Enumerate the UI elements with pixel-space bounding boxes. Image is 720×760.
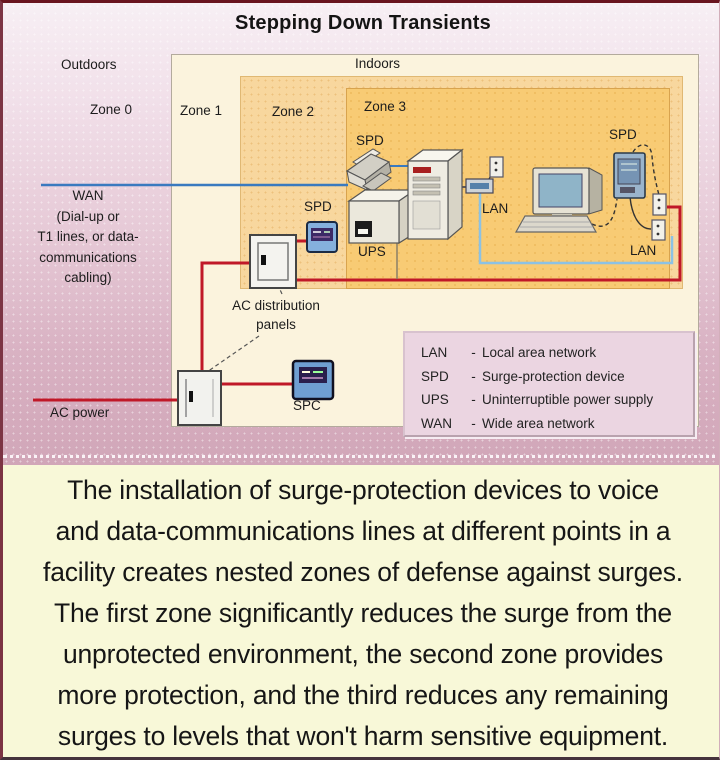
- surge-zones-diagram: Stepping Down Transients: [3, 3, 719, 465]
- caption-line: surges to levels that won't harm sensiti…: [57, 721, 669, 751]
- spc-label: SPC: [293, 398, 321, 413]
- wall-outlet-1: [652, 193, 667, 216]
- indoors-label: Indoors: [355, 56, 401, 71]
- zone3-label: Zone 3: [364, 99, 407, 114]
- spc-device: [291, 359, 335, 401]
- wiring-devices-art: [33, 144, 682, 426]
- ups-device: [347, 188, 417, 245]
- figure-caption: The installation of surge-protection dev…: [3, 465, 719, 757]
- caption-line: more protection, and the third reduces a…: [57, 680, 669, 710]
- zone2-label: Zone 2: [272, 104, 315, 119]
- dotted-separator: [3, 455, 719, 458]
- ac-panel-2: [177, 370, 222, 426]
- figure-title: Stepping Down Transients: [235, 12, 491, 34]
- tower-server: [406, 148, 464, 241]
- ac-distribution-label: AC distribution panels: [232, 298, 320, 332]
- spd-fax-device: [345, 148, 392, 192]
- caption-line: The installation of surge-protection dev…: [67, 475, 659, 505]
- lan-label-mid: LAN: [482, 201, 509, 216]
- legend-row-ups: UPS-Uninterruptible power supply: [421, 392, 654, 407]
- ac-panel-1: [249, 234, 297, 289]
- ac-power-label: AC power: [50, 405, 110, 420]
- legend-row-spd: SPD-Surge-protection device: [421, 368, 625, 384]
- caption-line: facility creates nested zones of defense…: [43, 557, 683, 587]
- legend-box: LAN-Local area network SPD-Surge-protect…: [403, 331, 695, 437]
- wan-description: WAN (Dial-up or T1 lines, or data- commu…: [37, 188, 139, 285]
- caption-line: unprotected environment, the second zone…: [62, 639, 664, 669]
- legend-row-lan: LAN-Local area network: [421, 345, 597, 360]
- lan-label-right: LAN: [630, 243, 657, 258]
- outdoors-label: Outdoors: [61, 57, 117, 72]
- spd-device-zone2: [306, 221, 338, 253]
- spd-device-right: [613, 152, 646, 199]
- caption-line: The first zone significantly reduces the…: [54, 598, 672, 628]
- zone0-label: Zone 0: [90, 102, 133, 117]
- ups-label: UPS: [358, 244, 386, 259]
- desktop-computer: [514, 167, 603, 233]
- spd-label-right: SPD: [609, 127, 637, 142]
- lan-jack: [465, 156, 504, 194]
- zone1-label: Zone 1: [180, 103, 223, 118]
- caption-line: and data-communications lines at differe…: [55, 516, 671, 546]
- spd-label-zone2: SPD: [304, 199, 332, 214]
- legend-row-wan: WAN-Wide area network: [421, 415, 595, 431]
- wall-outlet-2: [651, 219, 666, 241]
- spd-label-zone3-left: SPD: [356, 133, 384, 148]
